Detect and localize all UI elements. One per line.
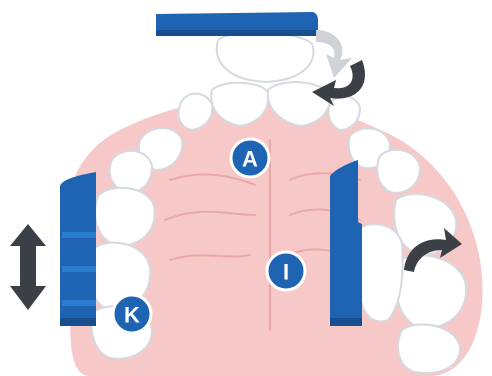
- tooth: [360, 224, 403, 321]
- tooth: [398, 324, 460, 373]
- label-i: I: [283, 260, 289, 285]
- label-i-badge: I: [267, 252, 305, 290]
- label-a-badge: A: [231, 139, 269, 177]
- instrument-left: [60, 172, 96, 326]
- curved-arrow-icon: [316, 30, 352, 78]
- tooth: [110, 151, 152, 192]
- tooth: [377, 150, 420, 193]
- label-k: K: [124, 303, 140, 328]
- label-a: A: [242, 147, 258, 172]
- double-arrow-vertical-icon: [10, 224, 46, 310]
- label-k-badge: K: [113, 295, 151, 333]
- instrument-top: [156, 12, 318, 36]
- instrument-right: [330, 160, 362, 326]
- tooth: [217, 33, 314, 82]
